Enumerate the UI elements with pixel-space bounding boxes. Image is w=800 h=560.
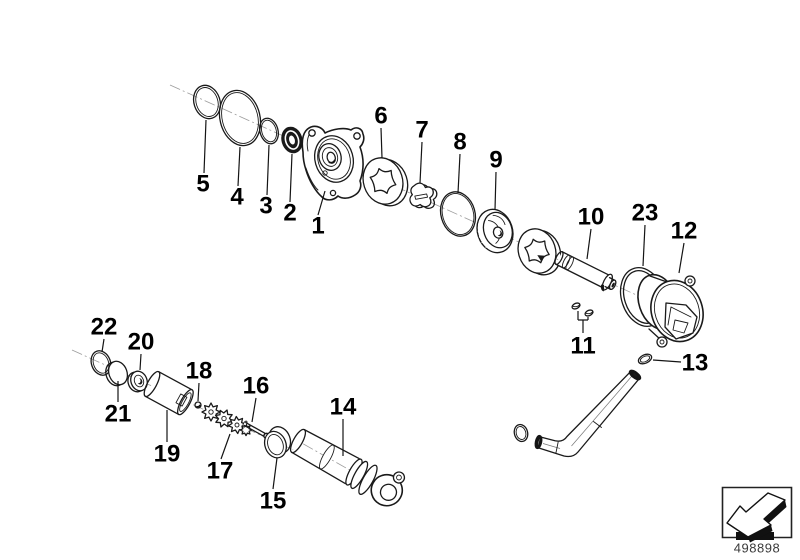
callout-5[interactable]: 5 — [196, 171, 209, 198]
callout-7[interactable]: 7 — [415, 117, 428, 144]
callout-6[interactable]: 6 — [374, 103, 387, 130]
callout-3[interactable]: 3 — [259, 193, 272, 220]
part-4-sealing-ring — [214, 86, 266, 150]
leader-lines — [102, 120, 684, 489]
part-1-pump-housing — [302, 126, 364, 200]
part-21-shim-disc — [103, 359, 131, 389]
part-7-inner-rotor — [406, 179, 440, 212]
part-12-pump-cover — [631, 269, 711, 348]
callout-9[interactable]: 9 — [489, 147, 502, 174]
callout-11[interactable]: 11 — [570, 333, 595, 360]
rear-outer-rotor — [512, 223, 566, 281]
callout-1[interactable]: 1 — [311, 213, 324, 240]
oil-pipe — [535, 370, 640, 457]
callout-16[interactable]: 16 — [243, 373, 270, 400]
part-9-sprocket — [472, 205, 519, 258]
part-22-o-ring — [88, 348, 114, 378]
callout-18[interactable]: 18 — [186, 358, 213, 385]
part-20-bushing — [125, 369, 150, 394]
part-2-shaft-seal — [281, 126, 303, 154]
callout-13[interactable]: 13 — [682, 350, 709, 377]
callout-19[interactable]: 19 — [154, 441, 181, 468]
callout-labels: 1 2 3 4 5 6 7 8 9 10 11 12 13 14 15 16 1… — [91, 103, 709, 515]
callout-12[interactable]: 12 — [671, 218, 698, 245]
callout-14[interactable]: 14 — [330, 394, 357, 421]
callout-23[interactable]: 23 — [632, 200, 659, 227]
direction-arrow-icon — [727, 493, 787, 543]
part-18-ball — [195, 402, 201, 408]
part-15-collar-ring — [260, 424, 295, 461]
callout-2[interactable]: 2 — [283, 200, 296, 227]
part-19-relief-piston — [141, 370, 196, 417]
callout-8[interactable]: 8 — [453, 129, 466, 156]
callout-4[interactable]: 4 — [230, 184, 244, 211]
callout-22[interactable]: 22 — [91, 314, 118, 341]
part-17-spring — [201, 402, 252, 438]
part-5-o-ring — [189, 82, 224, 122]
pipe-o-ring — [512, 423, 529, 443]
part-8-o-ring — [435, 188, 480, 241]
drawing-number: 498898 — [734, 541, 780, 556]
callout-20[interactable]: 20 — [128, 329, 155, 356]
part-6-outer-rotor — [357, 151, 413, 212]
part-13-o-ring — [637, 352, 653, 366]
callout-15[interactable]: 15 — [260, 488, 287, 515]
part-10-pump-shaft — [553, 249, 619, 294]
part-3-o-ring — [257, 116, 281, 146]
callout-21[interactable]: 21 — [105, 401, 132, 428]
part-14-pickup-tube — [286, 419, 411, 512]
part-11-woodruff-keys — [571, 302, 594, 317]
callout-17[interactable]: 17 — [207, 458, 234, 485]
nav-direction-box[interactable] — [723, 488, 792, 543]
callout-10[interactable]: 10 — [578, 204, 605, 231]
